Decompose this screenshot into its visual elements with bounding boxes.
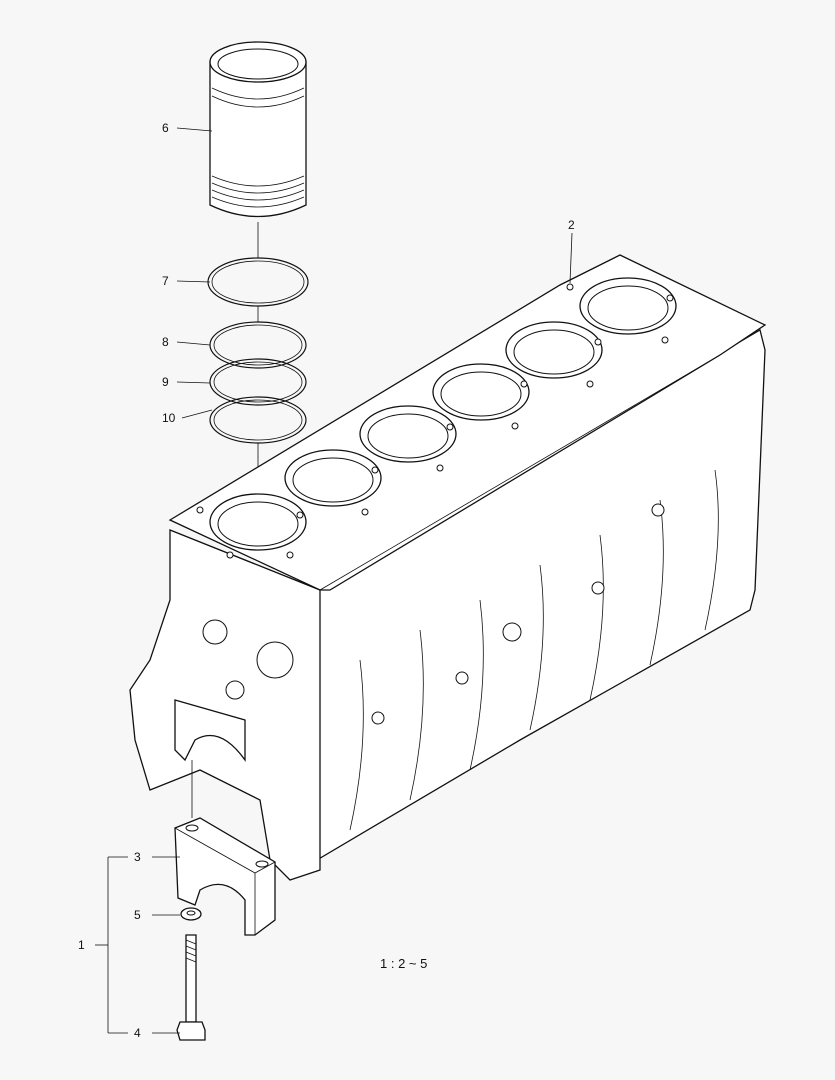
callout-1: 1 (78, 938, 85, 952)
main-bearing-cap (174, 760, 276, 936)
callout-3: 3 (134, 850, 141, 864)
washer (180, 907, 202, 921)
callout-8: 8 (162, 335, 169, 349)
leader-lines (95, 127, 573, 1034)
cylinder-block (129, 254, 767, 881)
bolt (176, 934, 206, 1041)
callout-9: 9 (162, 375, 169, 389)
callout-2: 2 (568, 218, 575, 232)
scale-note: 1 : 2 ~ 5 (380, 956, 427, 971)
callout-10: 10 (162, 411, 176, 425)
cylinder-liner (209, 41, 307, 258)
callout-7: 7 (162, 274, 169, 288)
callout-5: 5 (134, 908, 141, 922)
callout-6: 6 (162, 121, 169, 135)
seal-rings (207, 257, 309, 470)
callout-4: 4 (134, 1026, 141, 1040)
